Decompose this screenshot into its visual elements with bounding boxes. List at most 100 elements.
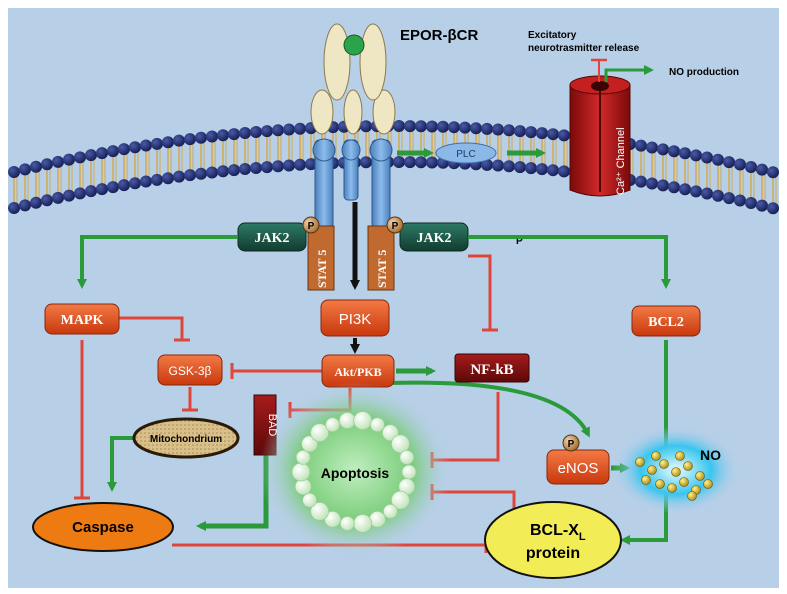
membrane-bead (437, 120, 449, 133)
membrane-bead (701, 187, 713, 200)
membrane-bead (415, 120, 427, 133)
no-particles (635, 451, 713, 501)
apoptotic-body (295, 449, 311, 465)
no-particle (659, 459, 669, 469)
membrane-bead (547, 164, 559, 177)
apoptosis-ring (291, 411, 417, 533)
membrane-bead (459, 121, 471, 134)
bclxl-protein-label: protein (526, 545, 580, 562)
apoptotic-body (353, 411, 373, 430)
membrane-bead (195, 131, 207, 144)
membrane-bead (151, 173, 163, 186)
membrane-bead (415, 156, 427, 169)
membrane-bead (206, 166, 218, 179)
stat5-left-label: STAT 5 (315, 250, 329, 288)
membrane-bead (195, 167, 207, 180)
gsk3b-node (157, 354, 223, 386)
membrane-bead (206, 130, 218, 143)
jak2-left-label: JAK2 (255, 231, 290, 246)
calcium-channel-label: Ca²⁺ Channel (615, 127, 627, 195)
membrane-bead (8, 201, 20, 214)
membrane-bead (756, 199, 768, 212)
apoptotic-body (382, 503, 398, 519)
akt-to-enos-arrow (389, 380, 590, 438)
membrane-bead (503, 160, 515, 173)
membrane-bead (173, 170, 185, 183)
apoptotic-body (391, 434, 410, 454)
receptor-title: EPOR-βCR (400, 27, 478, 44)
membrane-bead (668, 145, 680, 158)
membrane-bead (217, 165, 229, 178)
membrane-bead (690, 149, 702, 162)
stat5-right-node (367, 225, 395, 291)
membrane-bead (107, 181, 119, 194)
jak2-right-label: JAK2 (417, 231, 452, 246)
membrane-bead (547, 128, 559, 141)
membrane-bead (217, 129, 229, 142)
pi3k-label: PI3K (339, 311, 372, 328)
phospho-jak2-right (386, 216, 404, 234)
caspase-node (32, 502, 174, 552)
membrane-bead (239, 127, 251, 140)
membrane-bead (118, 179, 130, 192)
membrane-bead (635, 175, 647, 188)
apoptotic-body (302, 492, 317, 508)
stat5-left-node (307, 225, 335, 291)
membrane-bead (41, 194, 53, 207)
membrane-bead (514, 161, 526, 174)
gsk3b-label: GSK-3β (169, 364, 212, 378)
no-particle (695, 471, 705, 481)
mito-to-caspase-arrow (107, 436, 136, 492)
phospho-label-3: P (516, 236, 523, 247)
apoptotic-body (301, 435, 318, 453)
membrane-bead (261, 161, 273, 174)
membrane-bead (96, 147, 108, 160)
mitochondrium-label: Mitochondrium (150, 434, 222, 445)
membrane-bead (635, 139, 647, 152)
membrane-bead (404, 156, 416, 169)
membrane-bead (8, 165, 20, 178)
membrane-bead (360, 156, 372, 169)
membrane-bead (162, 172, 174, 185)
membrane-bead (228, 128, 240, 141)
membrane-bead (63, 189, 75, 202)
membrane-bead (30, 196, 42, 209)
plc-label: PLC (456, 149, 475, 160)
apoptotic-body (401, 464, 417, 480)
no-particle (647, 465, 657, 475)
membrane-bead (250, 126, 262, 139)
membrane-bead (536, 163, 548, 176)
membrane-bead (30, 160, 42, 173)
apoptotic-body (381, 424, 399, 442)
membrane-bead (393, 120, 405, 133)
no-particle (651, 451, 661, 461)
mapk-node (44, 303, 120, 335)
no-particle (675, 451, 685, 461)
akt-label: Akt/PKB (334, 365, 381, 379)
no-particle (655, 479, 665, 489)
membrane-bead (679, 147, 691, 160)
membrane-bead (19, 163, 31, 176)
phospho-label-4: P (568, 439, 575, 450)
membrane-bead (426, 120, 438, 133)
no-particle (703, 479, 713, 489)
membrane-bead (492, 123, 504, 136)
membrane-bead (107, 145, 119, 158)
stat5-right-label: STAT 5 (375, 250, 389, 288)
membrane-bead (239, 163, 251, 176)
membrane-bead (525, 162, 537, 175)
membrane-bead (558, 165, 570, 178)
membrane-bead (657, 143, 669, 156)
excitatory-label: Excitatory (528, 30, 577, 41)
membrane-bead (305, 158, 317, 171)
no-particle (667, 483, 677, 493)
membrane-bead (228, 164, 240, 177)
apoptosis-glow (259, 382, 451, 558)
membrane-bead (679, 183, 691, 196)
apoptotic-body (310, 501, 330, 521)
apoptotic-body (370, 417, 385, 433)
no-particle (683, 461, 693, 471)
membrane-bead (283, 123, 295, 136)
membrane-bead (668, 181, 680, 194)
